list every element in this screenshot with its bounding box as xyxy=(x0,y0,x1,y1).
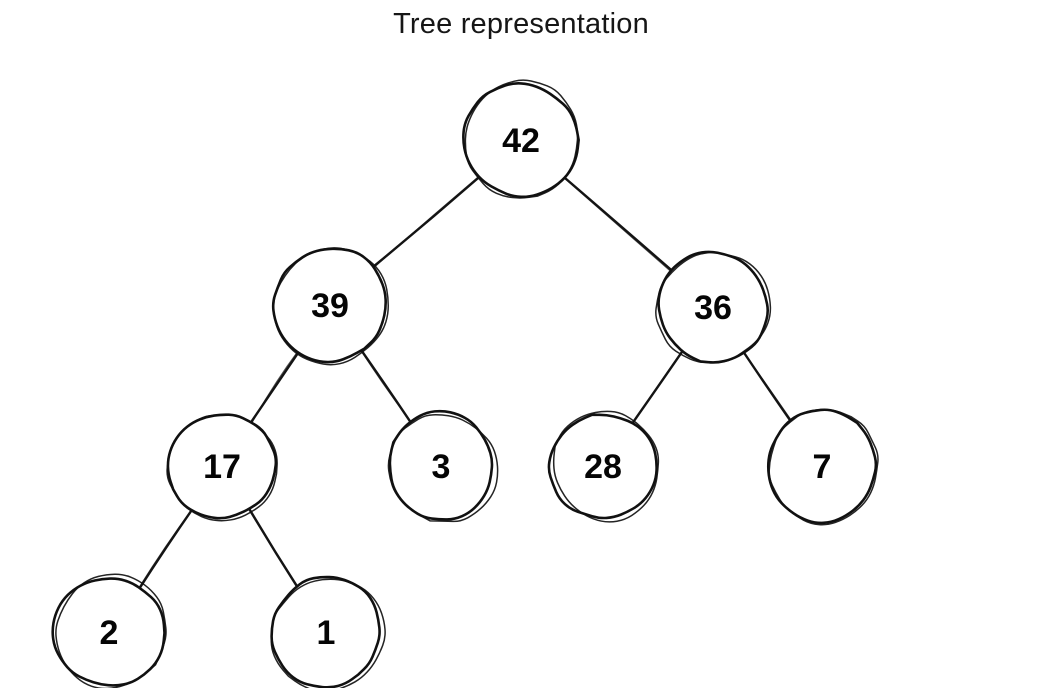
tree-node[interactable]: 3 xyxy=(387,409,499,523)
node-circle xyxy=(462,82,580,199)
tree-edge xyxy=(248,508,299,588)
node-label: 7 xyxy=(813,448,832,486)
node-circle-sketch-overstroke xyxy=(655,251,772,364)
tree-node[interactable]: 36 xyxy=(655,250,772,364)
node-label: 39 xyxy=(311,287,349,325)
tree-edge xyxy=(371,175,480,270)
tree-node[interactable]: 42 xyxy=(462,79,580,199)
tree-node[interactable]: 17 xyxy=(166,413,278,522)
node-circle-sketch-overstroke xyxy=(768,408,879,526)
tree-edge xyxy=(741,349,794,423)
node-label: 42 xyxy=(502,122,540,160)
page-title: Tree representation xyxy=(393,8,649,40)
tree-edge xyxy=(138,507,194,589)
tree-edge xyxy=(561,175,674,274)
node-label: 17 xyxy=(203,448,241,486)
tree-node[interactable]: 1 xyxy=(270,575,386,688)
tree-edge xyxy=(137,506,195,591)
node-circle xyxy=(547,413,658,520)
node-circle-sketch-overstroke xyxy=(387,414,499,523)
node-label: 36 xyxy=(694,289,732,327)
node-circle-sketch-overstroke xyxy=(552,410,660,523)
edges-layer xyxy=(137,174,794,591)
nodes-layer: 42 39 36 17 3 28 7 2 1 xyxy=(51,79,879,688)
node-circle-sketch-overstroke xyxy=(464,79,579,199)
node-circle xyxy=(271,247,387,364)
node-label: 1 xyxy=(317,614,336,652)
tree-edge xyxy=(360,350,413,425)
node-label: 2 xyxy=(100,614,119,652)
node-label: 28 xyxy=(584,448,622,486)
node-circle-sketch-overstroke xyxy=(166,414,278,522)
tree-node[interactable]: 39 xyxy=(271,247,390,366)
node-circle-sketch-overstroke xyxy=(55,573,167,688)
tree-node[interactable]: 2 xyxy=(51,573,167,688)
node-circle-sketch-overstroke xyxy=(270,578,386,688)
node-circle-sketch-overstroke xyxy=(272,247,390,366)
tree-edge xyxy=(250,349,300,425)
tree-node[interactable]: 28 xyxy=(547,410,660,523)
node-circle xyxy=(270,575,381,688)
tree-edge xyxy=(631,349,684,426)
node-label: 3 xyxy=(432,448,451,486)
tree-node[interactable]: 7 xyxy=(766,408,879,526)
